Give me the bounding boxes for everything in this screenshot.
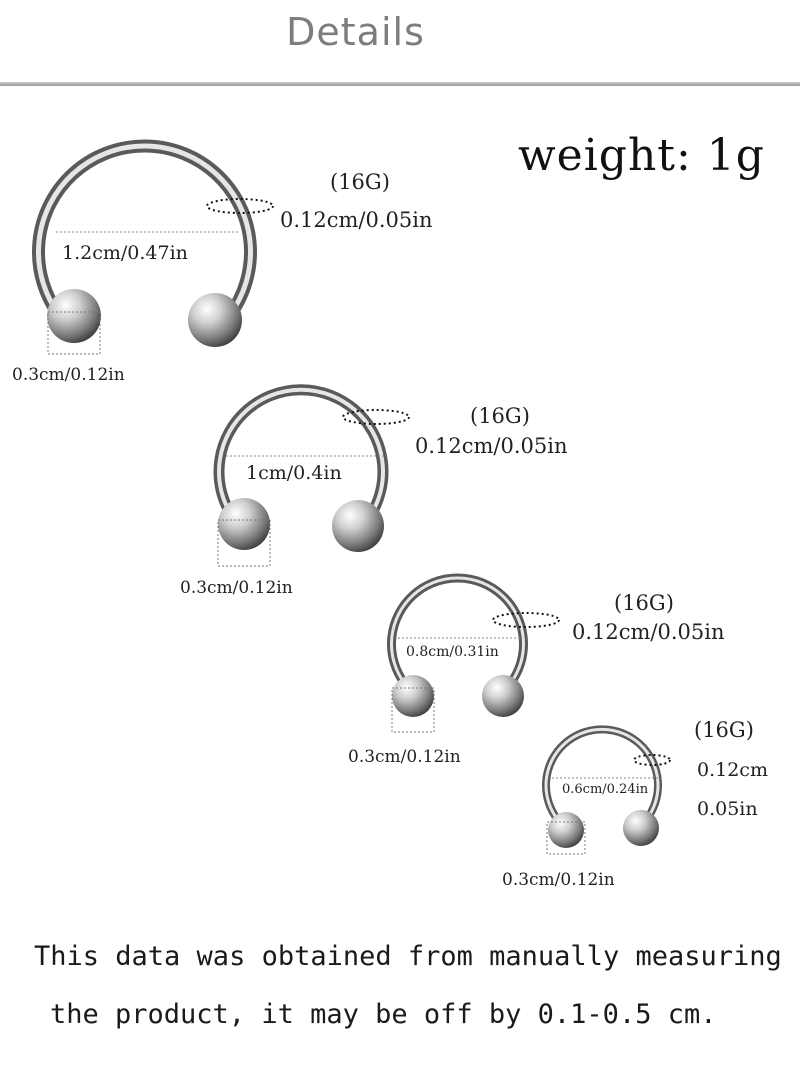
ring-1-ball-size: 0.3cm/0.12in: [12, 365, 125, 385]
weight-label: weight: 1g: [518, 130, 765, 181]
ring-4-thickness-cm: 0.12cm: [697, 759, 768, 781]
ring-4-ball-size: 0.3cm/0.12in: [502, 870, 615, 890]
ring-4-inner-diameter: 0.6cm/0.24in: [562, 782, 649, 797]
ring-1-ball-left: [47, 289, 101, 343]
ring-4-thickness-in: 0.05in: [697, 798, 758, 820]
ring-2-band: [213, 384, 389, 522]
ring-2-ball-size: 0.3cm/0.12in: [180, 578, 293, 598]
ring-4-ball-left: [548, 812, 584, 848]
ring-3-ball-right: [482, 675, 524, 717]
ring-3-ball-left: [392, 675, 434, 717]
disclaimer-line-1: This data was obtained from manually mea…: [34, 941, 782, 972]
ring-4-band: [542, 725, 662, 824]
ring-1-gauge: (16G): [330, 170, 390, 194]
ring-4-gauge: (16G): [694, 718, 754, 742]
ring-3-band: [387, 573, 528, 689]
ring-1: [32, 139, 274, 355]
ring-2: [213, 384, 410, 567]
ring-2-ball-right: [332, 500, 384, 552]
ring-3: [387, 573, 560, 733]
ring-2-gauge: (16G): [470, 404, 530, 428]
ring-3-thickness: 0.12cm/0.05in: [572, 620, 725, 644]
ring-3-ball-size: 0.3cm/0.12in: [348, 747, 461, 767]
ring-3-inner-diameter: 0.8cm/0.31in: [406, 644, 499, 660]
ring-1-inner-diameter: 1.2cm/0.47in: [62, 242, 188, 264]
ring-1-thickness: 0.12cm/0.05in: [280, 208, 433, 232]
ring-2-inner-diameter: 1cm/0.4in: [246, 462, 342, 484]
ring-1-ball-right: [188, 293, 242, 347]
ring-3-gauge: (16G): [614, 591, 674, 615]
ring-4: [542, 725, 671, 855]
ring-2-ball-left: [218, 498, 270, 550]
ring-2-thickness: 0.12cm/0.05in: [415, 434, 568, 458]
header-divider: [0, 82, 800, 86]
disclaimer-line-2: the product, it may be off by 0.1-0.5 cm…: [50, 999, 717, 1030]
page-title: Details: [286, 10, 425, 54]
ring-4-ball-right: [623, 810, 659, 846]
